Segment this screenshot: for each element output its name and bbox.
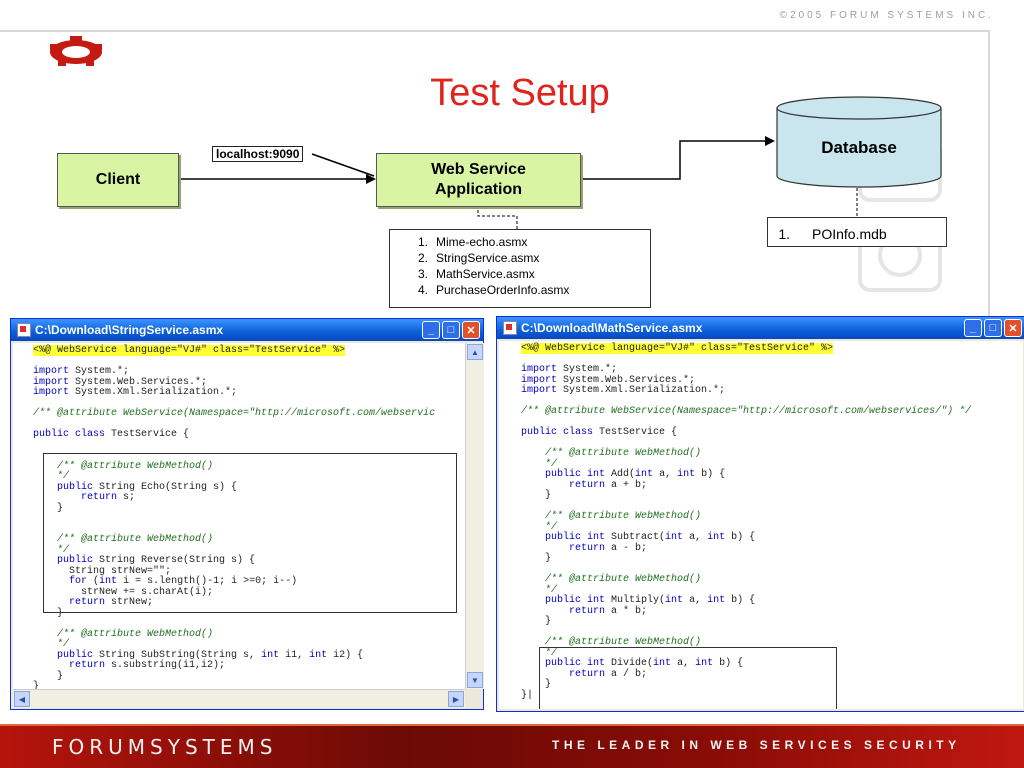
maximize-icon[interactable]: □ (984, 319, 1002, 337)
footer-tagline: THE LEADER IN WEB SERVICES SECURITY (552, 738, 961, 752)
list-item: 2.StringService.asmx (417, 251, 540, 265)
webservice-node: Web Service Application (376, 153, 581, 207)
scroll-down-icon[interactable]: ▼ (467, 672, 483, 688)
window-titlebar[interactable]: C:\Download\StringService.asmx _ □ ✕ (11, 319, 483, 341)
webservice-label-line2: Application (434, 181, 523, 198)
window-title: C:\Download\MathService.asmx (521, 321, 703, 335)
list-item: 4.PurchaseOrderInfo.asmx (417, 283, 570, 297)
window-title: C:\Download\StringService.asmx (35, 323, 224, 337)
right-rule (988, 30, 990, 320)
code-editor[interactable]: <%@ WebService language="VJ#" class="Tes… (13, 343, 465, 689)
close-icon[interactable]: ✕ (1004, 319, 1022, 337)
close-icon[interactable]: ✕ (462, 321, 480, 339)
database-cylinder (776, 96, 942, 188)
highlight-box (43, 453, 457, 613)
window-titlebar[interactable]: C:\Download\MathService.asmx _ □ ✕ (497, 317, 1024, 339)
forum-systems-logo-icon (50, 36, 102, 66)
list-item: 1.Mime-echo.asmx (417, 235, 528, 249)
scroll-left-icon[interactable]: ◀ (14, 691, 30, 707)
copyright-text: ©2005 FORUM SYSTEMS INC. (779, 10, 994, 21)
highlight-box (539, 647, 837, 709)
scroll-right-icon[interactable]: ▶ (448, 691, 464, 707)
footer-logo: FORUMSYSTEMS (52, 735, 278, 759)
string-service-window: C:\Download\StringService.asmx _ □ ✕ <%@… (10, 318, 484, 710)
math-service-window: C:\Download\MathService.asmx _ □ ✕ <%@ W… (496, 316, 1024, 712)
database-file-list: 1.POInfo.mdb (767, 217, 947, 247)
page-title: Test Setup (430, 72, 610, 114)
minimize-icon[interactable]: _ (964, 319, 982, 337)
vertical-scrollbar[interactable]: ▲ ▼ (465, 343, 484, 689)
list-item: 1.POInfo.mdb (778, 226, 887, 242)
window-icon (17, 323, 31, 337)
horizontal-scrollbar[interactable]: ◀ ▶ (13, 689, 465, 708)
scroll-up-icon[interactable]: ▲ (467, 344, 483, 360)
list-item: 3.MathService.asmx (417, 267, 535, 281)
code-editor[interactable]: <%@ WebService language="VJ#" class="Tes… (499, 341, 1023, 709)
minimize-icon[interactable]: _ (422, 321, 440, 339)
service-list: 1.Mime-echo.asmx 2.StringService.asmx 3.… (389, 229, 651, 308)
maximize-icon[interactable]: □ (442, 321, 460, 339)
top-rule (0, 30, 990, 32)
webservice-label-line1: Web Service (431, 161, 526, 178)
footer-bar (0, 724, 1024, 768)
host-label: localhost:9090 (212, 146, 304, 162)
diagram-connectors (178, 136, 858, 229)
window-icon (503, 321, 517, 335)
database-label: Database (821, 138, 897, 157)
client-label: Client (95, 171, 141, 188)
footer-rule (0, 724, 1024, 726)
client-node: Client (57, 153, 179, 207)
